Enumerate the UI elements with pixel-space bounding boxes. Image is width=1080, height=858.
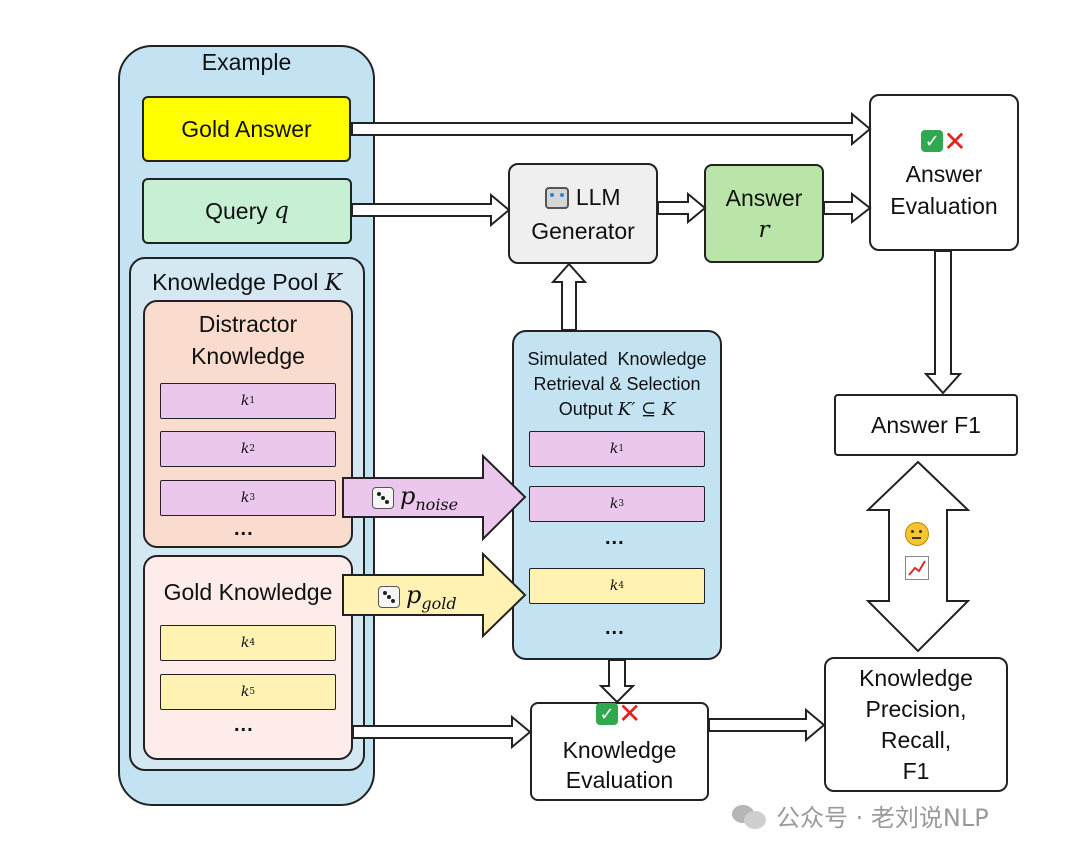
llm-label-line2: Generator	[531, 217, 635, 244]
arrow-noise	[342, 453, 527, 542]
answer-eval-line1: Answer	[905, 160, 983, 187]
answer-f1-label: Answer F1	[871, 412, 981, 438]
robot-icon	[545, 187, 570, 210]
arrow-pool-to-keval	[352, 714, 532, 750]
gold-answer-box: Gold Answer	[142, 96, 351, 162]
arrow-answer-to-eval	[823, 191, 872, 225]
retrieval-title: Simulated Knowledge Retrieval & Selectio…	[512, 347, 722, 422]
knowledge-pool-title: Knowledge Pool K	[129, 266, 365, 299]
watermark: 公众号 · 老刘说NLP	[732, 798, 989, 833]
retrieval-line3: Output K′ ⊆ K	[558, 399, 676, 420]
knowledge-eval-line1: Knowledge	[562, 737, 677, 763]
arrow-llm-to-answer	[657, 191, 707, 225]
knowledge-pool-var: K	[324, 270, 342, 296]
distractor-title-line2: Knowledge	[191, 343, 305, 369]
gold-knowledge-title: Gold Knowledge	[163, 579, 333, 605]
arrow-query-to-llm	[351, 192, 511, 228]
chart-increasing-icon	[905, 556, 929, 580]
query-label: Query	[205, 198, 268, 224]
llm-generator-box: LLM Generator	[508, 163, 658, 264]
distractor-ellipsis: ...	[234, 518, 254, 540]
check-cross-icon: ✓✕	[596, 700, 641, 728]
metrics-line1: Knowledge	[859, 664, 973, 691]
answer-box: Answer r	[704, 164, 824, 263]
distractor-title-line1: Distractor	[198, 311, 298, 337]
answer-label: Answer	[725, 184, 803, 211]
noise-arrow-label: pnoise	[372, 482, 458, 514]
metrics-line2: Precision,	[865, 695, 967, 722]
knowledge-evaluation-box: Knowledge Evaluation	[530, 702, 709, 801]
arrow-gold-to-eval	[351, 111, 872, 147]
distractor-title: Distractor Knowledge	[143, 308, 353, 372]
dice-icon	[378, 585, 400, 608]
knowledge-eval-line2: Evaluation	[565, 767, 674, 793]
retrieval-line1: Simulated Knowledge	[527, 349, 707, 369]
answer-eval-line2: Evaluation	[890, 192, 998, 219]
arrow-retrieval-to-keval	[598, 659, 636, 704]
arrow-retrieval-to-llm	[550, 262, 588, 331]
metrics-line4: F1	[902, 757, 930, 784]
check-cross-icon: ✓✕	[921, 124, 967, 156]
knowledge-pool-label: Knowledge Pool	[152, 269, 319, 295]
example-title: Example	[201, 49, 292, 75]
watermark-text: 公众号 · 老刘说NLP	[776, 804, 989, 832]
llm-label-line1: LLM	[575, 183, 621, 210]
arrow-keval-to-metrics	[708, 707, 826, 743]
gold-answer-label: Gold Answer	[181, 116, 312, 142]
llm-title-line: LLM	[545, 180, 621, 214]
arrow-gold	[342, 551, 527, 639]
wechat-icon	[732, 803, 766, 829]
answer-f1-box: Answer F1	[834, 394, 1018, 456]
gold-knowledge-ellipsis: ...	[234, 714, 254, 736]
retrieval-line2: Retrieval & Selection	[533, 374, 701, 394]
metrics-line3: Recall,	[880, 726, 952, 753]
arrow-eval-to-f1	[923, 250, 963, 395]
gold-arrow-label: pgold	[378, 581, 457, 613]
retrieval-ellipsis-1: ...	[605, 527, 625, 549]
dice-icon	[372, 486, 394, 509]
query-var: q	[274, 198, 289, 224]
answer-var: r	[758, 216, 770, 243]
retrieval-ellipsis-2: ...	[605, 617, 625, 639]
answer-evaluation-box: ✓✕ Answer Evaluation	[869, 94, 1019, 251]
knowledge-metrics-box: Knowledge Precision, Recall, F1	[824, 657, 1008, 792]
query-box: Query q	[142, 178, 352, 244]
thinking-face-icon	[905, 522, 929, 546]
